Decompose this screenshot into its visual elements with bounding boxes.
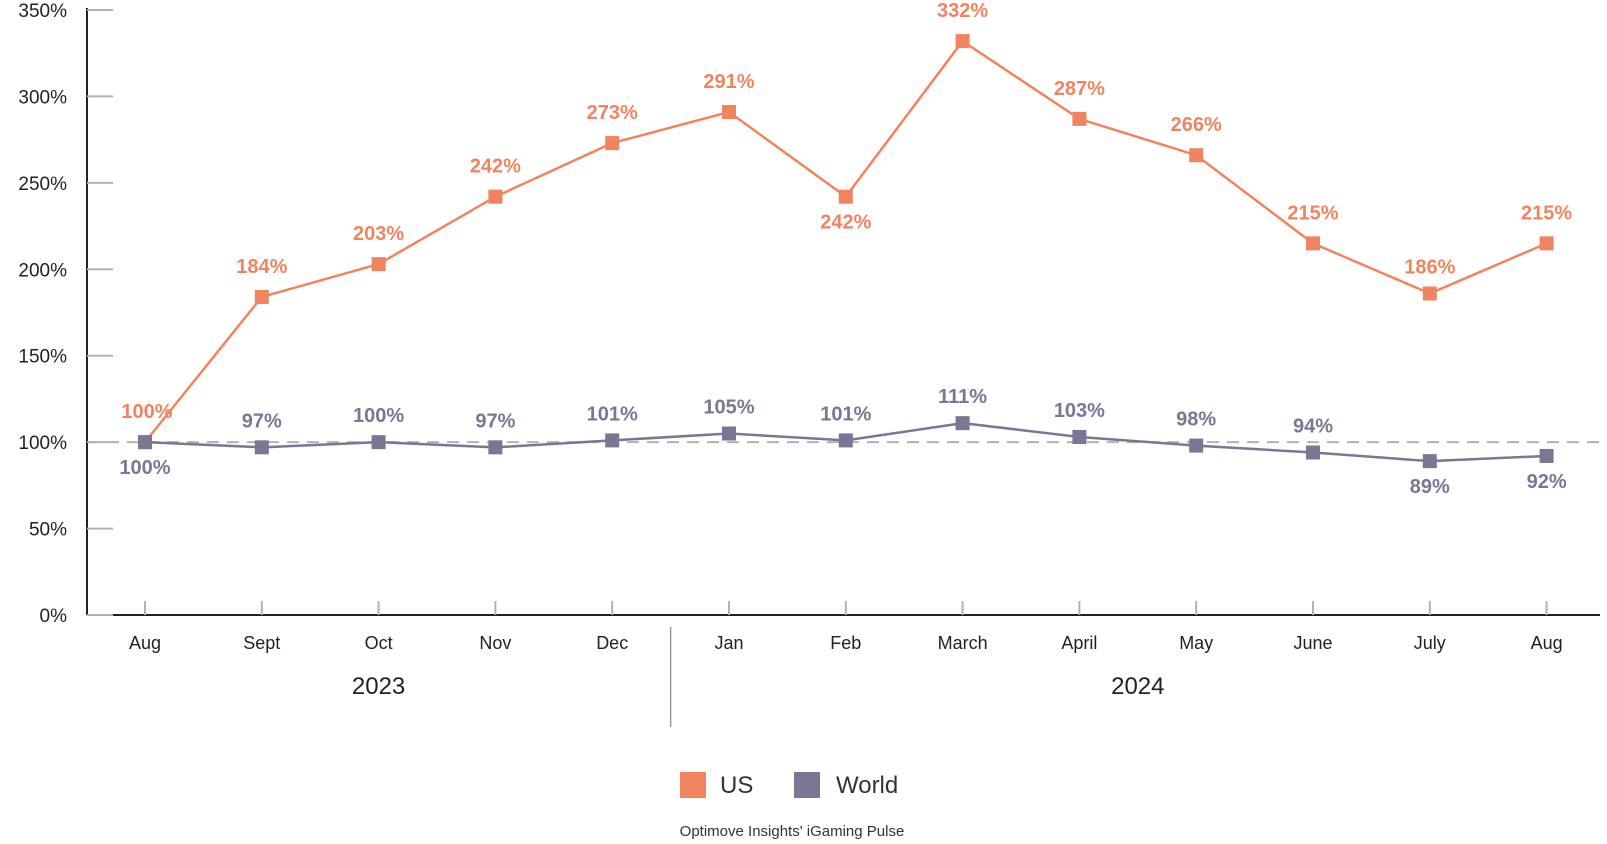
y-tick-label: 200% — [18, 260, 67, 281]
data-point-us — [605, 136, 620, 151]
data-label-layer: 100% 184% 203% 242% 273% 291% 242% 332% 287% 266%… — [119, 0, 1572, 498]
data-point-us — [1189, 148, 1204, 163]
data-label-us: 203% — [353, 223, 404, 245]
legend-swatch-us — [680, 772, 706, 798]
data-label-us: 184% — [236, 256, 287, 278]
year-label: 2024 — [1111, 673, 1164, 700]
data-point-us — [371, 257, 386, 272]
data-label-us: 291% — [703, 71, 754, 93]
source-caption: Optimove Insights' iGaming Pulse — [680, 823, 905, 840]
x-tick-label: Sept — [243, 633, 280, 653]
y-tick-label: 0% — [40, 606, 68, 627]
series-layer — [138, 34, 1554, 469]
x-tick-label: Nov — [479, 633, 511, 653]
x-tick-label: Dec — [596, 633, 628, 653]
data-label-world: 111% — [938, 386, 987, 408]
data-point-world — [1422, 454, 1437, 469]
axes-layer: 0% 50% 100% 150% 200% 250% 300% 350% — [18, 1, 1600, 627]
data-label-us: 332% — [937, 0, 988, 22]
data-point-world — [605, 433, 620, 448]
y-tick-label: 150% — [18, 347, 67, 368]
data-point-us — [1539, 236, 1554, 251]
data-point-us — [254, 289, 269, 304]
y-tick-label: 50% — [29, 520, 67, 541]
data-label-world: 97% — [475, 410, 515, 432]
data-point-world — [1189, 438, 1204, 453]
data-label-world: 101% — [820, 403, 871, 425]
data-point-world — [1539, 448, 1554, 463]
legend-label-us: US — [720, 772, 753, 799]
x-tick-label: Aug — [129, 633, 161, 653]
y-tick-label: 300% — [18, 87, 67, 108]
data-point-us — [722, 104, 736, 119]
data-point-world — [1072, 429, 1087, 444]
data-label-us: 100% — [121, 401, 172, 423]
data-point-world — [838, 433, 853, 448]
data-point-world — [371, 435, 386, 450]
data-label-us: 186% — [1404, 256, 1455, 278]
x-tick-label: Aug — [1531, 633, 1563, 653]
x-tick-label: Oct — [365, 633, 393, 653]
data-point-us — [1422, 286, 1437, 301]
data-label-us: 242% — [820, 212, 871, 234]
data-label-world: 100% — [119, 457, 170, 479]
data-point-us — [1306, 236, 1320, 251]
data-point-us — [488, 189, 503, 204]
x-tick-label: April — [1061, 633, 1097, 653]
y-tick-label: 250% — [18, 174, 67, 195]
x-tick-label: Jan — [714, 633, 743, 653]
legend-label-world: World — [836, 772, 898, 799]
data-label-world: 89% — [1410, 476, 1450, 498]
data-point-world — [955, 416, 970, 431]
data-point-us — [838, 189, 853, 204]
data-label-us: 287% — [1054, 78, 1105, 100]
data-label-world: 98% — [1176, 409, 1216, 431]
y-tick-label: 350% — [18, 1, 67, 22]
data-point-world — [1306, 445, 1320, 460]
data-label-us: 215% — [1521, 202, 1572, 224]
data-label-us: 273% — [587, 102, 638, 124]
data-point-us — [1072, 111, 1087, 126]
x-tick-label: June — [1293, 633, 1332, 653]
data-label-world: 103% — [1054, 400, 1105, 422]
data-label-world: 105% — [703, 397, 754, 419]
data-label-world: 100% — [353, 405, 404, 427]
data-label-world: 92% — [1527, 471, 1567, 493]
data-point-world — [138, 435, 152, 450]
legend: US World — [680, 772, 898, 799]
year-label: 2023 — [352, 673, 405, 700]
x-tick-label: July — [1414, 633, 1446, 653]
data-label-us: 215% — [1287, 202, 1338, 224]
data-label-us: 266% — [1171, 114, 1222, 136]
legend-swatch-world — [794, 772, 820, 798]
data-label-world: 97% — [242, 410, 282, 432]
data-point-us — [955, 34, 970, 49]
y-tick-label: 100% — [18, 433, 67, 454]
data-label-world: 101% — [587, 403, 638, 425]
data-label-world: 94% — [1293, 416, 1333, 438]
data-point-world — [254, 440, 269, 455]
x-axis-labels-layer: Aug Sept Oct Nov Dec Jan Feb March April May June J… — [129, 627, 1563, 727]
data-label-us: 242% — [470, 156, 521, 178]
data-point-world — [722, 426, 736, 441]
x-tick-label: Feb — [830, 633, 861, 653]
x-tick-label: March — [938, 633, 988, 653]
x-tick-label: May — [1179, 633, 1213, 653]
data-point-world — [488, 440, 503, 455]
